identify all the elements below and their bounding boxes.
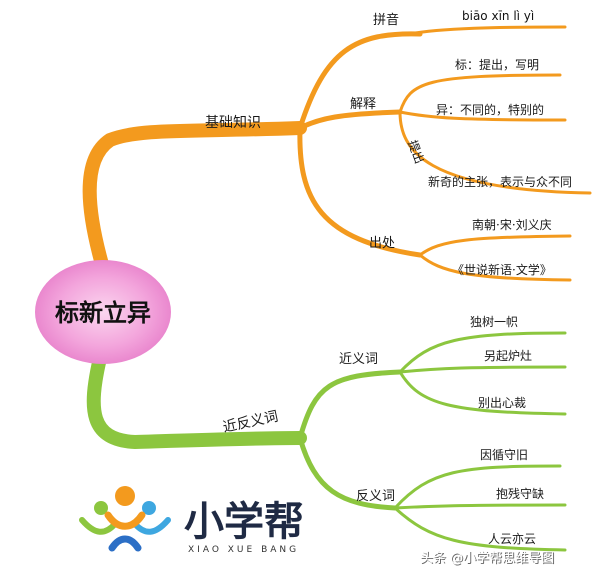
topic-synonyms-label[interactable]: 近义词 — [339, 352, 378, 367]
logo-pinyin: XIAO XUE BANG — [188, 545, 299, 555]
center-title: 标新立异 — [55, 298, 151, 327]
source-item-1: 南朝·宋·刘义庆 — [472, 217, 552, 232]
center-node-shape — [35, 260, 171, 364]
words-branch-lines — [86, 331, 567, 552]
antonym-item-3: 人云亦云 — [488, 531, 536, 546]
explain-item-1: 标：提出，写明 — [455, 57, 539, 72]
logo: 小学帮 XIAO XUE BANG — [79, 486, 304, 555]
explain-item-4: 新奇的主张，表示与众不同 — [428, 174, 572, 189]
synonym-item-3: 别出心裁 — [478, 396, 526, 410]
topic-antonyms-label[interactable]: 反义词 — [356, 489, 395, 504]
topic-explain-label[interactable]: 解释 — [350, 97, 376, 112]
watermark-text-shadow: 头条 @小学帮思维导图 — [421, 551, 555, 567]
antonym-item-1: 因循守旧 — [480, 448, 528, 462]
explain-item-3: 提出 — [405, 138, 427, 166]
topic-source-label[interactable]: 出处 — [369, 236, 395, 251]
center-node[interactable]: 标新立异 — [35, 260, 171, 364]
watermark: 头条 @小学帮思维导图 头条 @小学帮思维导图 — [420, 550, 555, 567]
logo-mark-icon — [79, 486, 171, 552]
pinyin-value: biāo xīn lì yì — [462, 9, 534, 23]
logo-name: 小学帮 — [184, 499, 304, 545]
antonym-item-2: 抱残守缺 — [496, 486, 544, 501]
explain-item-2: 异：不同的，特别的 — [436, 102, 544, 117]
source-item-2: 《世说新语·文学》 — [452, 262, 552, 277]
topic-pinyin-label[interactable]: 拼音 — [373, 12, 399, 28]
knowledge-branch-lines — [82, 25, 592, 282]
watermark-text: 头条 @小学帮思维导图 — [420, 550, 554, 566]
branch-knowledge-label[interactable]: 基础知识 — [205, 114, 261, 131]
synonym-item-2: 另起炉灶 — [484, 349, 532, 363]
synonym-item-1: 独树一帜 — [470, 314, 518, 329]
